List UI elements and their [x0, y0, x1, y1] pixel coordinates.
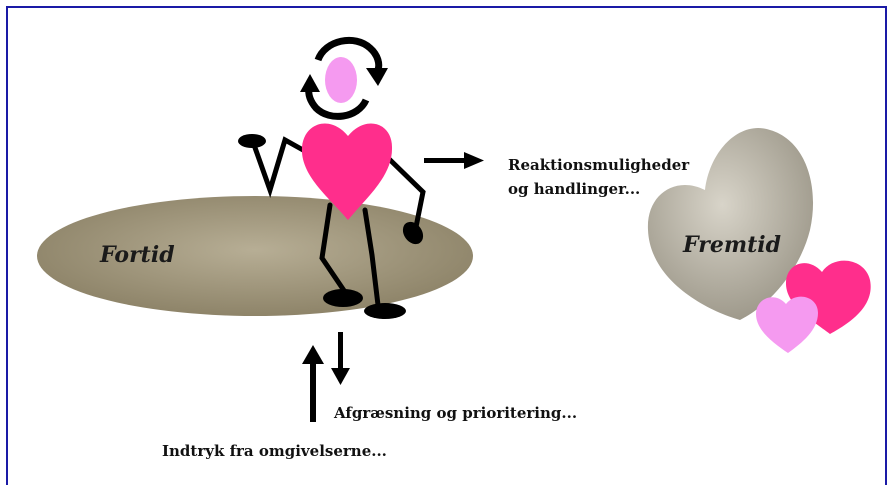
left-foot — [323, 289, 363, 307]
right-foot — [364, 303, 406, 319]
impressions-label: Indtryk fra omgivelserne... — [162, 442, 387, 460]
circular-arrow-head-bottom — [300, 74, 320, 92]
left-hand — [238, 134, 266, 148]
arrow-right-icon — [424, 152, 484, 169]
reactions-label-line2: og handlinger... — [508, 180, 640, 198]
prioritizing-label: Afgræsning og prioritering... — [333, 404, 577, 422]
future-label: Fremtid — [682, 232, 781, 258]
small-heart-light — [756, 297, 818, 353]
past-label: Fortid — [99, 242, 175, 268]
arrow-down-icon — [331, 332, 350, 385]
head — [325, 57, 357, 103]
arrow-up-icon — [302, 345, 324, 422]
circular-arrow-head-top — [366, 68, 388, 86]
reactions-label-line1: Reaktionsmuligheder — [508, 156, 690, 174]
